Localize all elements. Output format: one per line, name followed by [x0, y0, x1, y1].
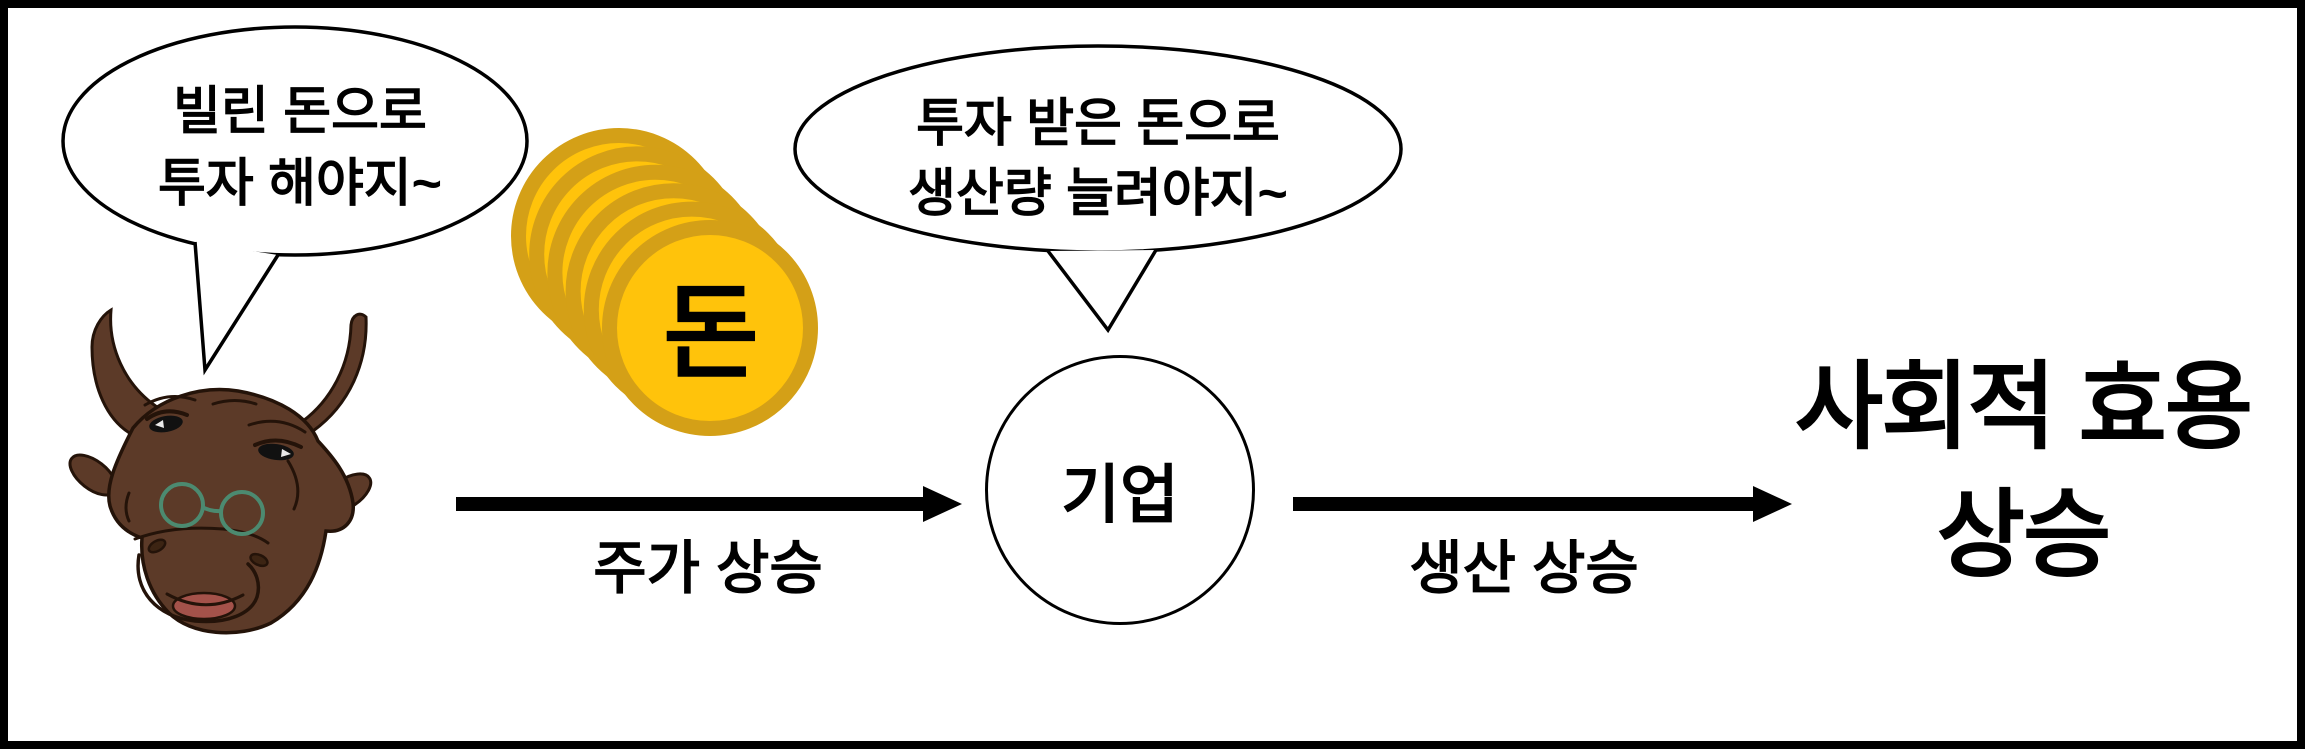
arrow-production [1293, 486, 1792, 522]
company-bubble-tail [1048, 250, 1156, 330]
investor-bubble-text: 빌린 돈으로 투자 해야지~ [100, 76, 500, 220]
arrow-head-1 [923, 486, 962, 522]
bull-face-lines [124, 394, 307, 545]
company-bubble-line2: 생산량 늘려야지~ [908, 165, 1288, 223]
bull-nostrils [147, 538, 269, 568]
arrow2-label: 생산 상승 [1409, 536, 1639, 601]
company-bubble-tail-outline [1046, 249, 1158, 334]
investor-bubble-ellipse [61, 25, 529, 257]
investor-bubble-line1: 빌린 돈으로 [173, 83, 427, 141]
investor-bubble-line2: 투자 해야지~ [157, 155, 442, 213]
investor-bubble-tail-outline [193, 241, 280, 376]
coin-stack-icon: 돈 [511, 128, 818, 436]
coin-front [602, 220, 818, 436]
coin-label: 돈 [663, 276, 759, 392]
outcome-line1: 사회적 효용 [1794, 354, 2253, 461]
bull-head-illustration [68, 307, 373, 635]
arrow-stock-price [456, 486, 962, 522]
company-node: 기업 [985, 355, 1255, 625]
bull-mouth [136, 553, 261, 624]
bull-eyes [145, 409, 303, 461]
company-bubble-line1: 투자 받은 돈으로 [916, 95, 1280, 153]
arrow-head-2 [1753, 486, 1792, 522]
arrow1-label: 주가 상승 [593, 536, 823, 601]
investor-bubble-tail [195, 242, 278, 370]
investor-speech-bubble [61, 25, 529, 376]
outcome-text: 사회적 효용 상승 [1773, 344, 2273, 600]
outcome-line2: 상승 [1936, 482, 2112, 589]
company-speech-bubble [793, 44, 1403, 334]
company-bubble-text: 투자 받은 돈으로 생산량 늘려야지~ [848, 89, 1348, 229]
company-label: 기업 [1061, 459, 1179, 531]
glasses-icon [159, 482, 265, 536]
